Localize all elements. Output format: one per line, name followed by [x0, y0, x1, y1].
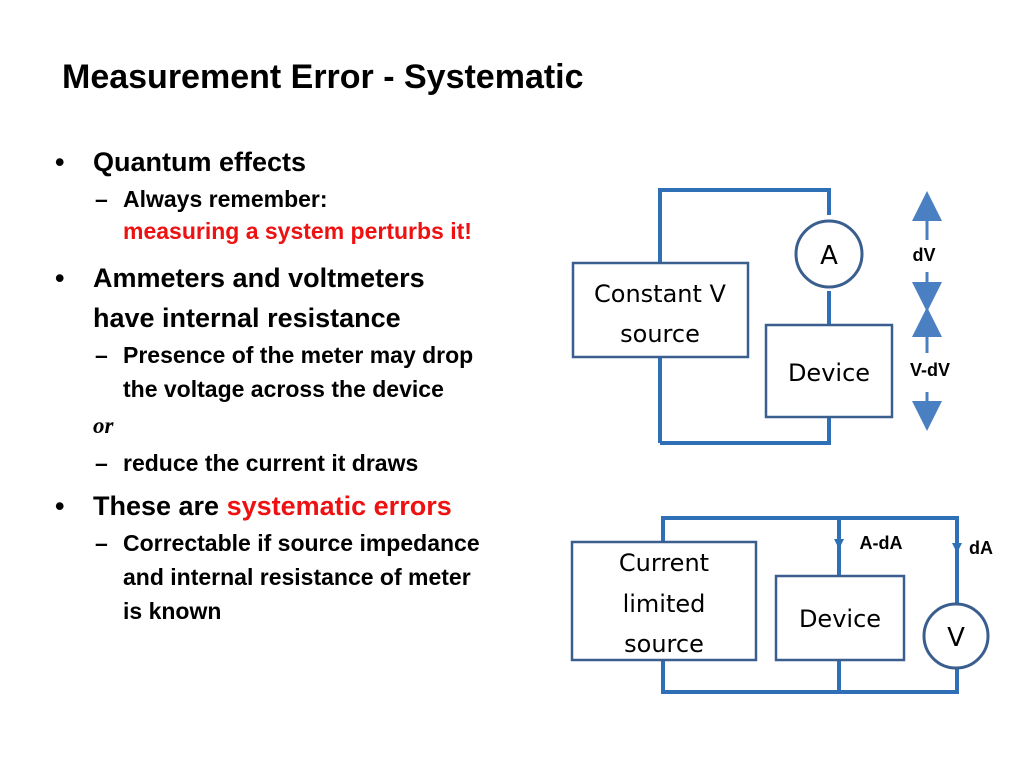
voltmeter-symbol	[922, 602, 990, 670]
sub-bullet-reduce-current: – reduce the current it draws	[55, 446, 575, 480]
circuit1-wires	[658, 188, 831, 445]
a-minus-da-label: A-dA	[860, 533, 903, 553]
v-minus-dv-label: V-dV	[910, 360, 950, 380]
sub-bullet-line: the voltage across the device	[123, 376, 444, 402]
meter-current-arrow-icon	[952, 543, 962, 553]
bullet-quantum-effects: • Quantum effects	[55, 142, 575, 182]
ammeter-circuit: Constant V source A Device dV V-dV	[571, 188, 950, 445]
bullet-systematic-errors: • These are systematic errors	[55, 486, 575, 526]
voltmeter-label: V	[947, 623, 965, 653]
sub-bullet-line: reduce the current it draws	[123, 450, 419, 476]
device-box	[764, 323, 894, 419]
or-connector: or	[93, 413, 114, 438]
branch-current-arrow-icon	[834, 539, 844, 549]
bullet-dot: •	[55, 263, 65, 293]
sub-bullet-line: Always remember:	[123, 186, 328, 212]
dv-label: dV	[912, 245, 935, 265]
bullet-line: have internal resistance	[93, 303, 401, 333]
source-label-line1: Constant V	[594, 280, 727, 308]
da-label: dA	[969, 538, 993, 558]
device-box	[774, 574, 906, 662]
sub-bullet-line: and internal resistance of meter	[123, 564, 471, 590]
ammeter-label: A	[820, 241, 838, 271]
bullet-list: • Quantum effects – Always remember: mea…	[55, 142, 575, 628]
constant-v-source-box	[571, 261, 750, 359]
sub-bullet-line: is known	[123, 598, 222, 624]
source-label-line2: source	[620, 320, 700, 348]
sub-bullet-line: Correctable if source impedance	[123, 530, 480, 556]
bullet-highlight: systematic errors	[226, 491, 452, 521]
dash-mark: –	[95, 342, 108, 368]
ammeter-symbol	[794, 219, 864, 289]
sub-bullet-presence: – Presence of the meter may drop the vol…	[55, 338, 575, 406]
dash-mark: –	[95, 186, 108, 212]
sub-bullet-line: Presence of the meter may drop	[123, 342, 474, 368]
slide-title: Measurement Error - Systematic	[62, 58, 584, 96]
sub-bullet-always-remember: – Always remember: measuring a system pe…	[55, 182, 575, 248]
dash-mark: –	[95, 450, 108, 476]
source-label-line1: Current	[619, 549, 709, 577]
current-limited-source-box	[570, 540, 758, 662]
bullet-dot: •	[55, 147, 65, 177]
source-label-line3: source	[624, 630, 704, 658]
device-label: Device	[788, 359, 870, 387]
bullet-text: These are	[93, 491, 227, 521]
voltmeter-circuit: Current limited source Device V A-dA dA	[570, 516, 993, 694]
device-label: Device	[799, 605, 881, 633]
sub-bullet-highlight-line: measuring a system perturbs it!	[123, 218, 472, 244]
sub-bullet-correctable: – Correctable if source impedance and in…	[55, 526, 575, 628]
bullet-text: Quantum effects	[93, 147, 307, 177]
source-label-line2: limited	[623, 590, 706, 618]
circuit2-wires	[661, 516, 959, 694]
bullet-line: Ammeters and voltmeters	[93, 263, 425, 293]
bullet-dot: •	[55, 491, 65, 521]
bullet-ammeters-voltmeters: • Ammeters and voltmeters have internal …	[55, 258, 575, 338]
dash-mark: –	[95, 530, 108, 556]
